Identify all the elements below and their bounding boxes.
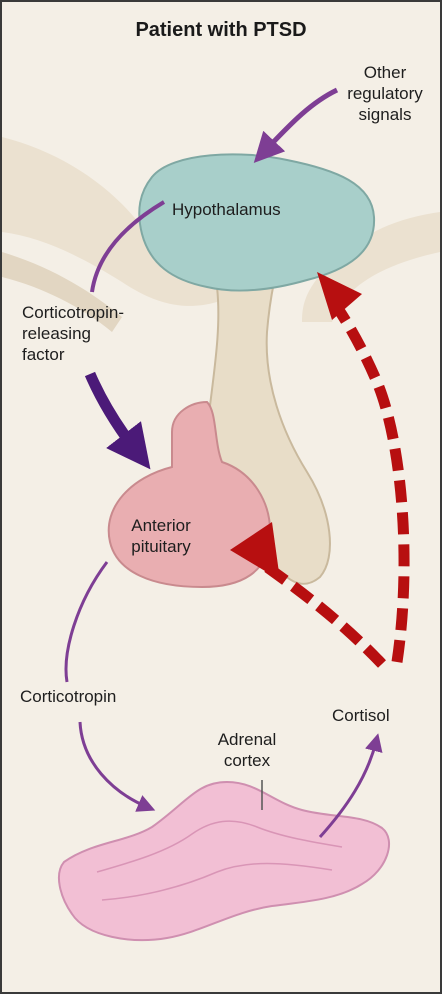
anterior-pituitary-label: Anterior pituitary: [106, 515, 216, 557]
regulatory-signals-arrow: [264, 90, 337, 152]
corticotropin-label: Corticotropin: [20, 686, 116, 707]
corticotropin-line: [66, 562, 107, 682]
diagram-title: Patient with PTSD: [2, 19, 440, 42]
corticotropin-arrow: [80, 722, 147, 807]
corticotropin-releasing-factor-label: Corticotropin- releasing factor: [22, 302, 124, 365]
cortisol-label: Cortisol: [332, 705, 390, 726]
adrenal-gland: [59, 782, 389, 940]
other-regulatory-signals-label: Other regulatory signals: [330, 62, 440, 125]
hypothalamus-label: Hypothalamus: [172, 199, 281, 220]
feedback-to-hypothalamus: [317, 272, 404, 662]
adrenal-cortex-label: Adrenal cortex: [192, 729, 302, 771]
crf-arrow: [90, 374, 137, 452]
